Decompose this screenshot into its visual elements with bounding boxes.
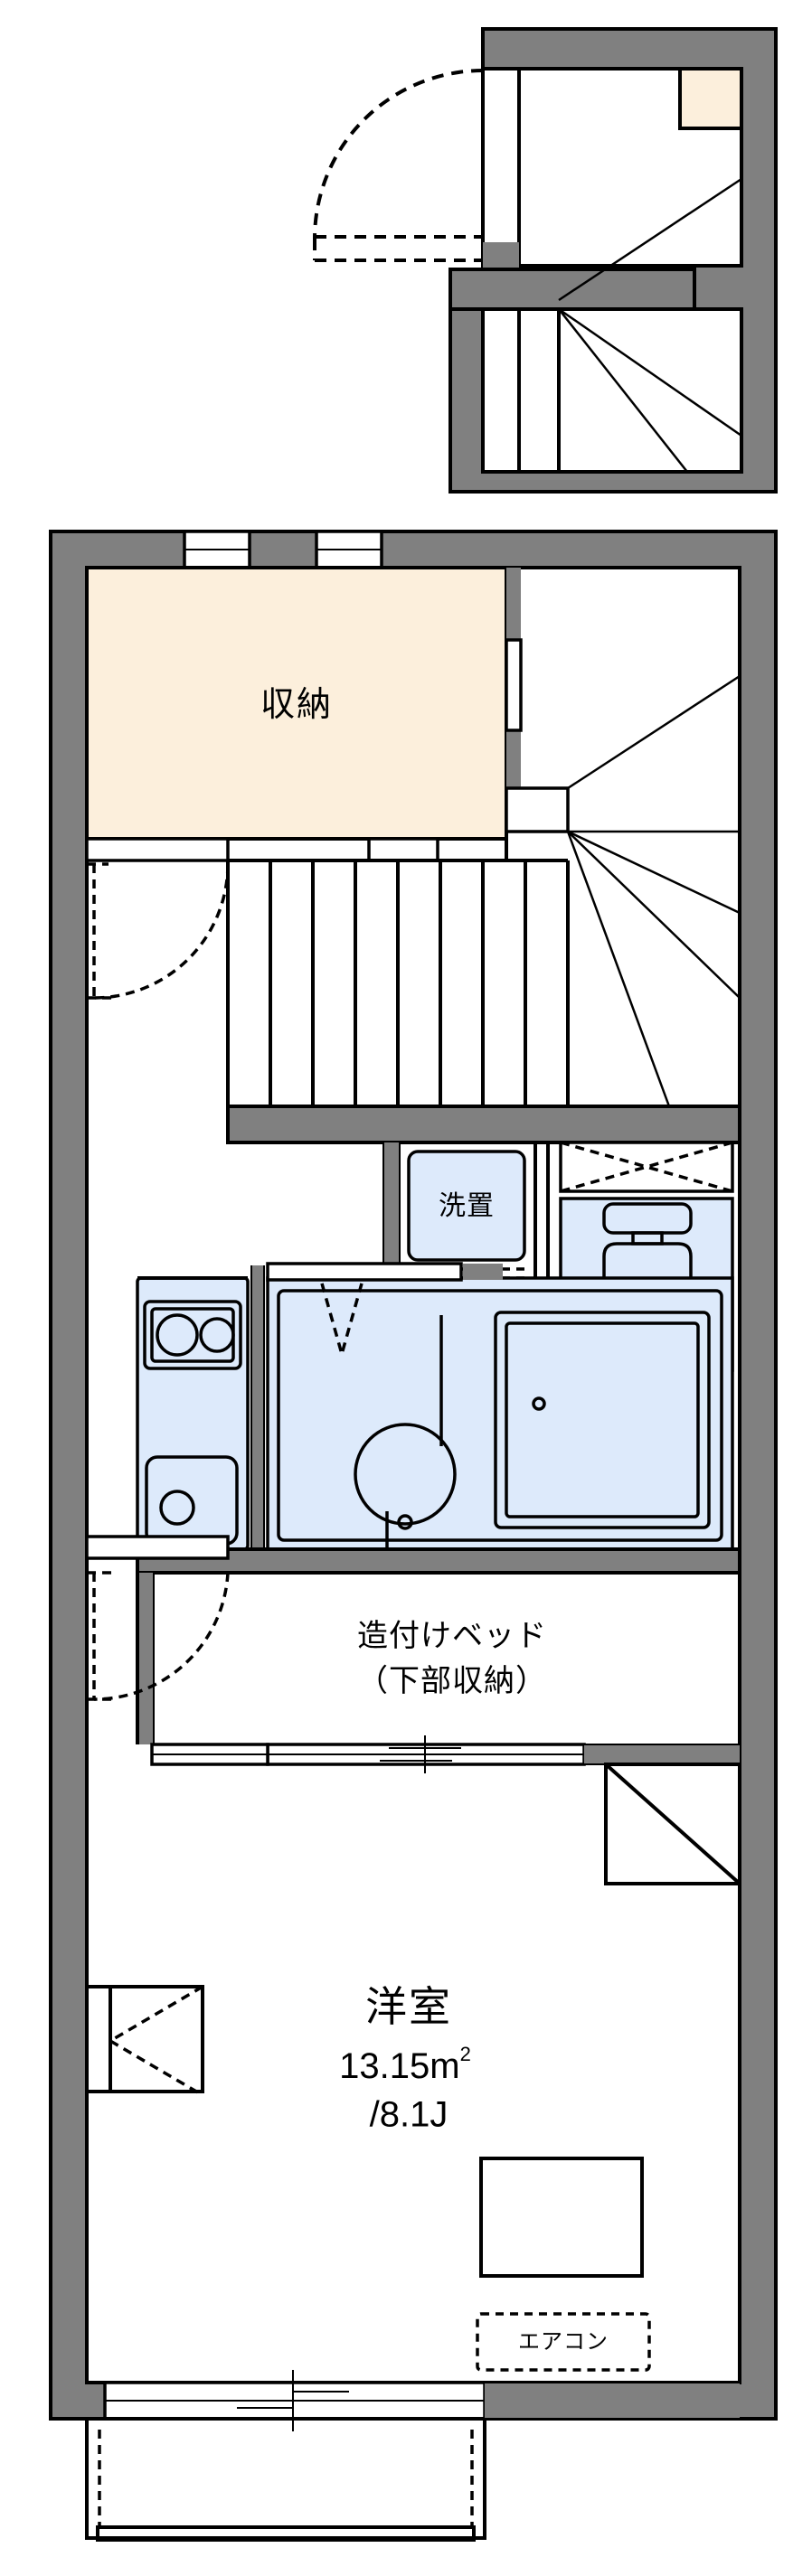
bed-top-wall (136, 1547, 741, 1575)
stove-burner-right (199, 1317, 235, 1353)
upper-flight-diagonal (558, 177, 742, 302)
stove-plate (143, 1300, 242, 1370)
upper-winder-1 (558, 307, 742, 437)
upper-entrance-door[interactable] (313, 69, 484, 262)
wash-basin-bowl (354, 1423, 457, 1526)
upper-stair-head-wall (448, 268, 696, 311)
corner-closet-diagonal (604, 1763, 741, 1885)
north-windows (183, 530, 383, 569)
bath-entry-opening (266, 1262, 463, 1282)
entrance-door-swing-arc (93, 1572, 230, 1701)
builtin-bed-label-2: （下部収納） (357, 1664, 547, 1698)
balcony-rail (96, 2525, 476, 2542)
aircon-wall-recess (479, 2157, 644, 2278)
unit-bath-inner (277, 1289, 723, 1542)
upper-stair-well (481, 307, 743, 474)
wash-basin-drain (397, 1514, 413, 1530)
storage-label: 収納 (260, 686, 333, 724)
main-room-area: 13.15m2 (339, 2043, 471, 2086)
stair-winder-3 (566, 831, 671, 1107)
toilet-overhead-shelf (559, 1141, 734, 1193)
left-window-frame (85, 1985, 204, 2093)
main-floor-block: 収納 (49, 530, 778, 2542)
storage-soffit-openings (85, 837, 439, 862)
entrance-opening (85, 1535, 230, 1560)
stove-burner-left (156, 1313, 199, 1357)
main-room-left-window (85, 1985, 204, 2097)
upper-stair-wall-notch (450, 242, 519, 269)
kitchen-bath-band (136, 1262, 734, 1551)
storage-opening-left (85, 837, 230, 862)
bed-left-wall (137, 1573, 154, 1744)
kitchen-bath-partition (251, 1265, 264, 1549)
stair-winder-2 (567, 831, 741, 999)
aircon-label: エアコン (518, 2329, 609, 2354)
entry-closet-door[interactable] (87, 862, 230, 1000)
stair-pier-top (506, 568, 521, 640)
stair-newel-box (505, 786, 570, 833)
main-room-tatami: /8.1J (370, 2095, 448, 2135)
stair-winder-1 (567, 830, 741, 915)
storage-opening-right (367, 837, 439, 862)
bathtub-inner (505, 1321, 700, 1518)
builtin-bed-label-1: 造付けベッド (357, 1619, 547, 1653)
washer-label: 洗置 (439, 1191, 495, 1221)
main-staircase (226, 566, 741, 1108)
stair-pier-gap (505, 638, 523, 732)
unit-bath-room (266, 1276, 734, 1551)
balcony-sliding-window[interactable] (85, 2370, 740, 2542)
washer-box (407, 1150, 526, 1262)
upper-winder-2 (558, 308, 688, 473)
main-entrance-door[interactable] (85, 1535, 230, 1744)
upper-floor-block (313, 27, 778, 494)
bath-entry-pier (463, 1264, 503, 1280)
bathtub-outer (494, 1311, 711, 1529)
bath-door-leaf-2 (340, 1283, 364, 1355)
aircon-dashed-box (476, 2312, 651, 2372)
main-room-name: 洋室 (365, 1983, 452, 2030)
storage-room (85, 566, 508, 841)
bathtub-drain (532, 1396, 546, 1411)
corner-closet (604, 1763, 741, 1885)
south-wall-right-segment (485, 2383, 740, 2419)
bed-right-wall-segment (584, 1744, 740, 1764)
stair-winder-up (567, 674, 741, 790)
left-window-open-2 (109, 2039, 203, 2097)
stair-bottom-wall (226, 1105, 741, 1144)
kitchen-sink-drain (159, 1490, 195, 1526)
upper-corner-closet (678, 67, 743, 130)
aircon-marker: エアコン (476, 2157, 651, 2372)
builtin-bed-area: 造付けベッド （下部収納） (136, 1547, 741, 1773)
upper-door-swing-arc (313, 69, 484, 240)
bath-door-leaf-1 (320, 1283, 344, 1355)
stair-winders (566, 674, 741, 1107)
bath-door[interactable] (320, 1283, 364, 1355)
left-window-open-1 (109, 1985, 203, 2043)
balcony-window-clear (105, 2419, 485, 2455)
main-room: 洋室 13.15m2 /8.1J (339, 1983, 471, 2134)
